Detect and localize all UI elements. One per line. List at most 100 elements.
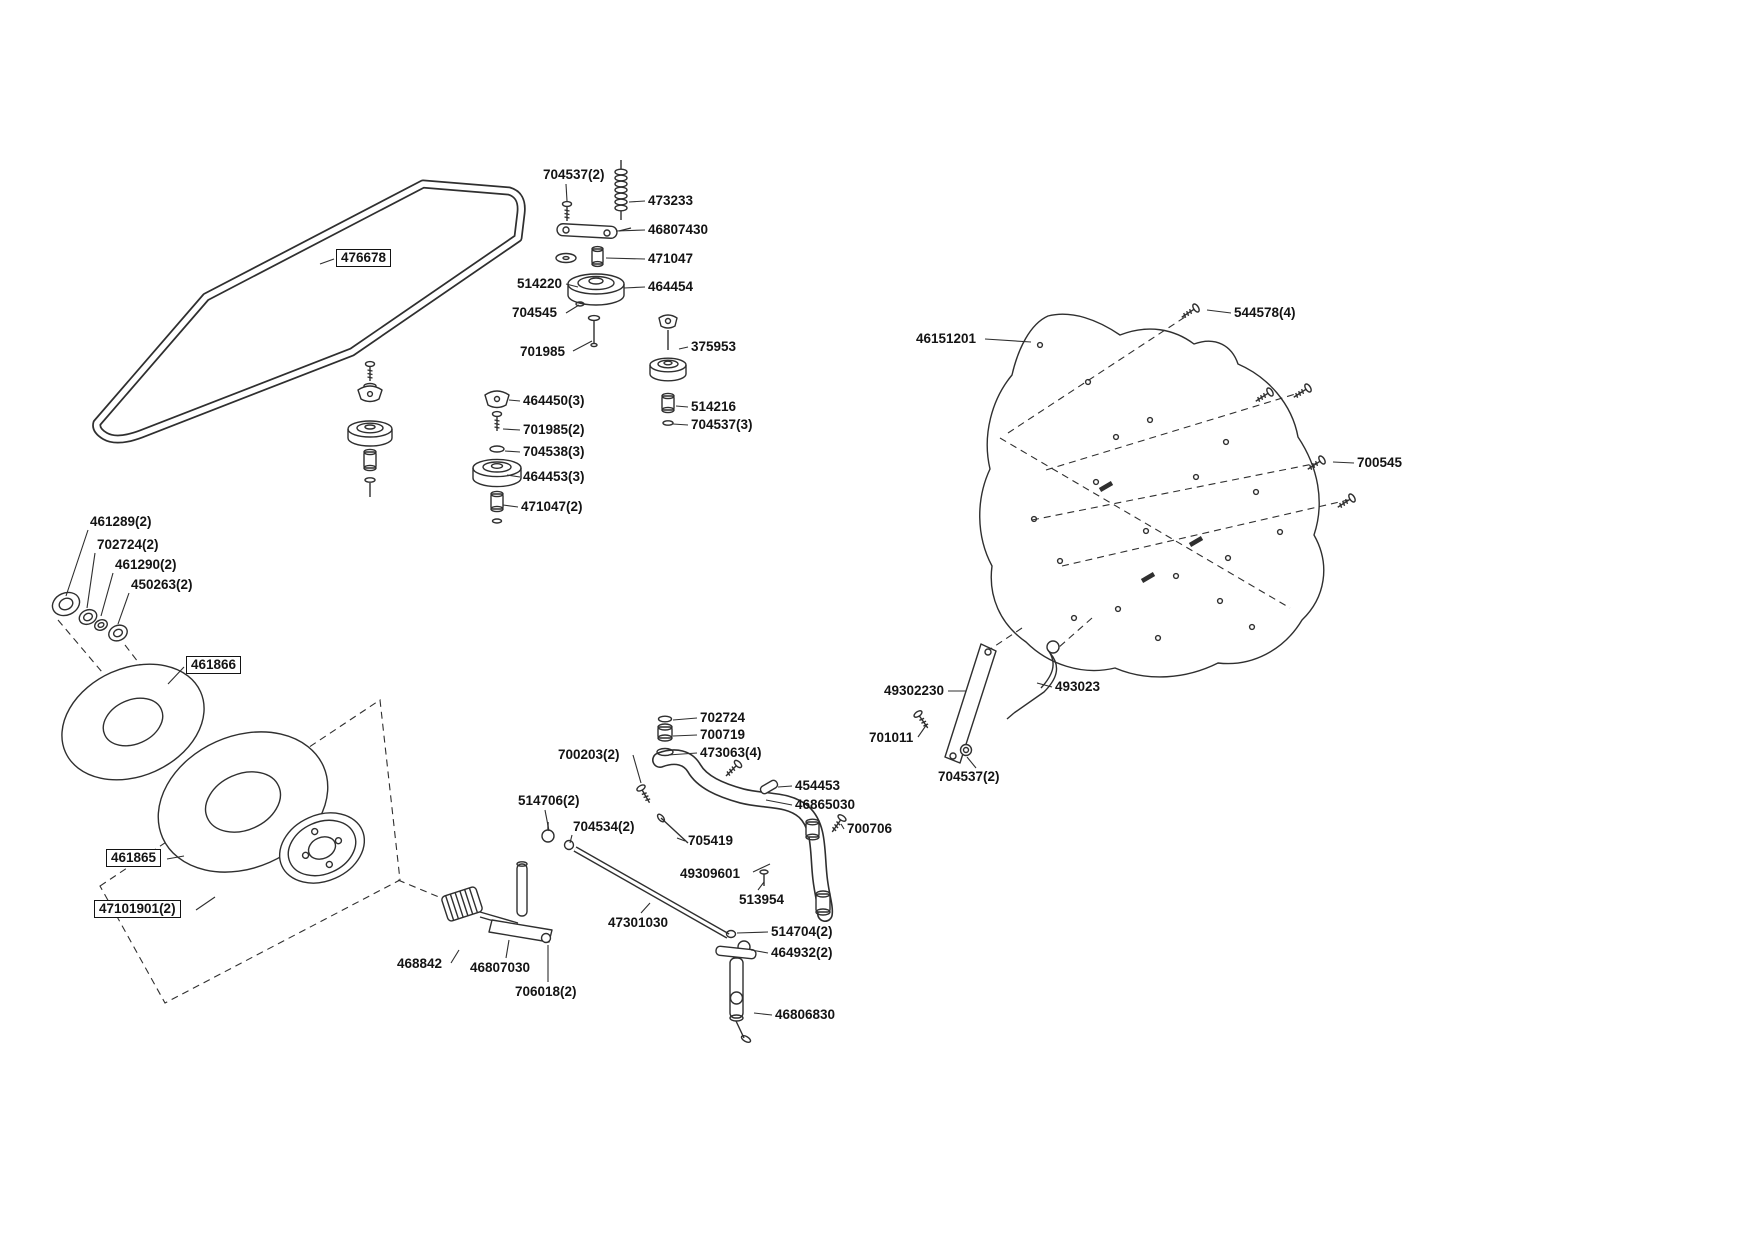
leader-line <box>167 666 185 685</box>
pin-493023 <box>1006 640 1060 720</box>
part-label-47301030: 47301030 <box>608 915 669 930</box>
leader-line <box>752 863 771 873</box>
leader-line <box>572 340 593 352</box>
leader-line <box>1036 682 1053 688</box>
leader-line <box>840 823 845 830</box>
part-label-471019012: 47101901(2) <box>94 900 181 918</box>
part-label-7019852: 701985(2) <box>523 422 585 437</box>
swing-arm-hardware <box>635 715 848 916</box>
leader-line <box>615 229 646 232</box>
part-label-46806830: 46806830 <box>775 1007 836 1022</box>
tensioner-assembly <box>555 160 632 348</box>
part-label-4649322: 464932(2) <box>771 945 833 960</box>
part-label-700545: 700545 <box>1357 455 1403 470</box>
part-label-7045372: 704537(2) <box>543 167 605 182</box>
part-label-4710472: 471047(2) <box>521 499 583 514</box>
leader-line <box>605 257 646 260</box>
part-label-7045372: 704537(2) <box>938 769 1000 784</box>
leader-line <box>765 799 793 806</box>
part-label-46865030: 46865030 <box>795 797 856 812</box>
part-label-514216: 514216 <box>691 399 737 414</box>
part-label-49302230: 49302230 <box>884 683 945 698</box>
leader-line <box>86 552 96 609</box>
tire-inner <box>61 663 205 781</box>
part-label-4502632: 450263(2) <box>131 577 193 592</box>
part-label-4612892: 461289(2) <box>90 514 152 529</box>
part-label-701011: 701011 <box>869 730 914 745</box>
part-label-514220: 514220 <box>517 276 563 291</box>
leader-line <box>565 183 568 202</box>
leader-line <box>504 450 521 453</box>
part-label-704545: 704545 <box>512 305 558 320</box>
leader-line <box>1206 309 1232 314</box>
part-label-473233: 473233 <box>648 193 694 208</box>
leader-line <box>984 338 1032 343</box>
leader-lines <box>65 183 1355 1016</box>
leader-line <box>966 756 977 769</box>
leader-line <box>195 896 216 911</box>
idler-stack-left <box>347 360 393 497</box>
part-label-4644533: 464453(3) <box>523 469 585 484</box>
leader-line <box>166 855 185 860</box>
part-label-454453: 454453 <box>795 778 841 793</box>
part-label-493023: 493023 <box>1055 679 1101 694</box>
part-label-7045373: 704537(3) <box>691 417 753 432</box>
part-label-5147042: 514704(2) <box>771 924 833 939</box>
leader-line <box>667 752 698 756</box>
part-label-705419: 705419 <box>688 833 734 848</box>
part-label-513954: 513954 <box>739 892 785 907</box>
leader-line <box>672 423 689 426</box>
idler-stack-middle <box>472 390 522 524</box>
leader-line <box>502 504 519 508</box>
leader-line <box>100 572 114 617</box>
leader-line <box>569 834 573 844</box>
part-label-49309601: 49309601 <box>680 866 741 881</box>
leader-line <box>640 902 651 914</box>
adjuster-spindle-left <box>441 861 553 944</box>
part-label-7002032: 700203(2) <box>558 747 620 762</box>
part-label-4730634: 473063(4) <box>700 745 762 760</box>
deck-alignment-lines <box>985 314 1349 653</box>
leader-line <box>750 949 769 954</box>
wheel-group-outline <box>99 699 401 1004</box>
leader-line <box>675 405 689 408</box>
leader-line <box>676 837 686 842</box>
leader-line <box>757 881 765 891</box>
leader-line <box>565 304 580 314</box>
leader-line <box>508 399 521 402</box>
idler-375953-group <box>649 314 687 426</box>
part-label-461866: 461866 <box>186 656 242 674</box>
leader-line <box>753 1012 773 1016</box>
leader-line <box>319 258 335 265</box>
part-label-7027242: 702724(2) <box>97 537 159 552</box>
leader-line <box>628 200 646 203</box>
leader-line <box>917 723 928 738</box>
part-label-4612902: 461290(2) <box>115 557 177 572</box>
part-label-7045342: 704534(2) <box>573 819 635 834</box>
part-label-700706: 700706 <box>847 821 893 836</box>
part-label-7045383: 704538(3) <box>523 444 585 459</box>
part-label-5445784: 544578(4) <box>1234 305 1296 320</box>
leader-line <box>544 809 550 832</box>
leader-line <box>678 346 689 350</box>
leader-line <box>505 939 510 959</box>
leader-line <box>672 717 698 721</box>
part-label-471047: 471047 <box>648 251 694 266</box>
steering-rod-assembly <box>541 822 757 1044</box>
leader-line <box>506 474 521 478</box>
leader-line <box>777 785 793 788</box>
wheel-rim <box>278 812 366 884</box>
part-label-476678: 476678 <box>336 249 392 267</box>
leader-line <box>736 931 769 934</box>
leader-line <box>565 283 579 288</box>
part-label-5147062: 514706(2) <box>518 793 580 808</box>
wheel-to-spindle-dash <box>397 879 447 901</box>
part-label-468842: 468842 <box>397 956 443 971</box>
leader-line <box>632 754 642 784</box>
part-label-4644503: 464450(3) <box>523 393 585 408</box>
swing-arm <box>652 749 834 922</box>
part-label-461865: 461865 <box>106 849 162 867</box>
leader-line <box>65 529 89 597</box>
